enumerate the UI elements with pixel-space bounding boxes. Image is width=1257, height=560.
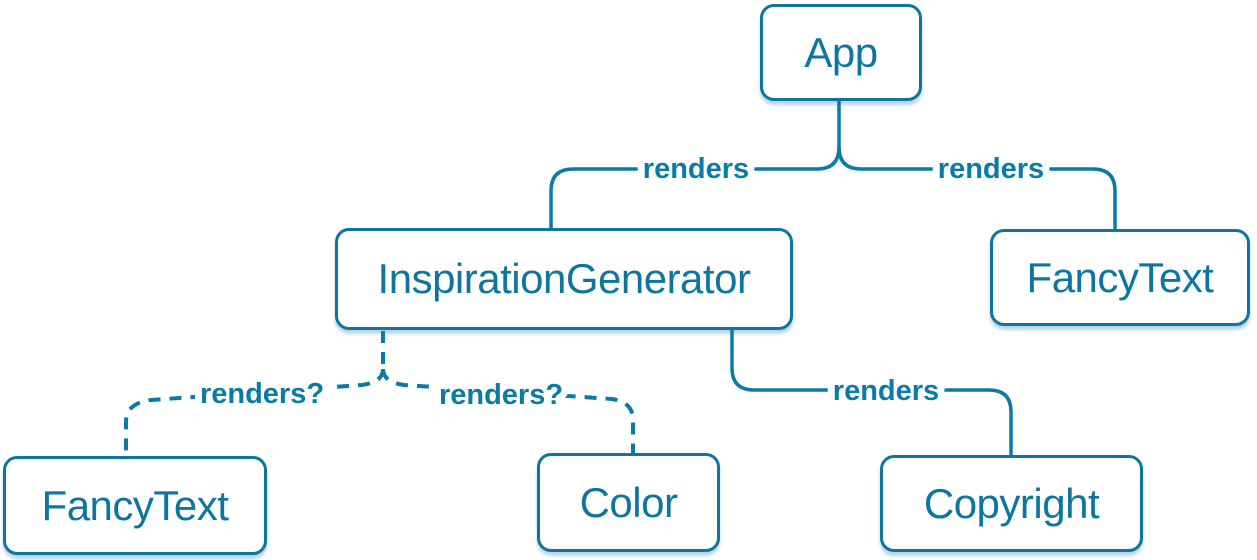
- edge-label-renders-app-fancytext: renders: [938, 153, 1044, 185]
- edge-app-to-fancytext: [837, 146, 1117, 229]
- edge-label-renders-inspirationgenerator-fancytext: renders?: [200, 378, 324, 410]
- node-fancy-text-top-label: FancyText: [1026, 253, 1214, 301]
- node-fancy-text-bottom: FancyText: [3, 456, 267, 555]
- node-copyright: Copyright: [880, 455, 1143, 552]
- edge-label-renders-inspirationgenerator-color: renders?: [439, 379, 563, 411]
- edge-inspirationgenerator-to-copyright: [730, 330, 1013, 455]
- edge-inspirationgenerator-to-color-dashed: [381, 368, 635, 453]
- node-fancy-text-top: FancyText: [990, 229, 1250, 326]
- node-app-label: App: [804, 28, 878, 76]
- edge-app-to-inspirationgenerator: [549, 101, 841, 228]
- node-inspiration-generator-label: InspirationGenerator: [377, 255, 751, 302]
- node-app: App: [760, 4, 922, 101]
- edge-label-renders-inspirationgenerator-copyright: renders: [833, 375, 939, 407]
- node-inspiration-generator: InspirationGenerator: [335, 228, 793, 330]
- node-copyright-label: Copyright: [923, 479, 1100, 527]
- node-fancy-text-bottom-label: FancyText: [41, 481, 229, 529]
- edge-inspirationgenerator-to-fancytext-dashed: [124, 368, 385, 456]
- edge-label-renders-app-inspirationgenerator: renders: [643, 153, 749, 185]
- node-color: Color: [537, 453, 720, 552]
- node-color-label: Color: [579, 478, 678, 526]
